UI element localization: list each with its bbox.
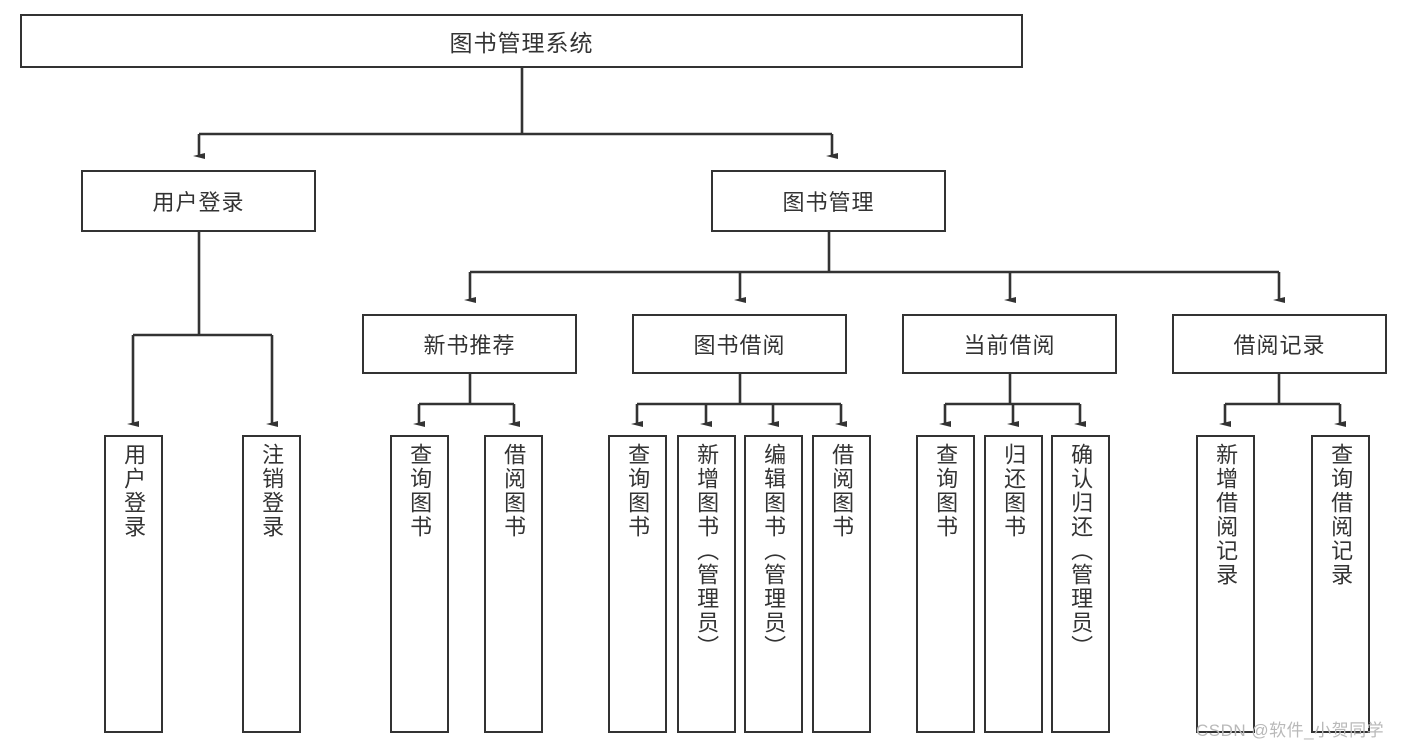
node-label: 图书管理: [782, 190, 875, 215]
node-label: 新书推荐: [423, 333, 516, 358]
csdn-watermark: CSDN @软件_小贺同学: [1196, 721, 1385, 740]
node-label: 借阅图书: [501, 443, 527, 539]
node-label: 归还图书: [1001, 443, 1027, 539]
node-new-book-recommend[interactable]: 新书推荐: [362, 314, 577, 374]
node-leaf-borrow-book-2[interactable]: 借阅图书: [812, 435, 871, 733]
node-label: 当前借阅: [963, 333, 1056, 358]
node-leaf-query-book-3[interactable]: 查询图书: [916, 435, 975, 733]
node-leaf-query-book-2[interactable]: 查询图书: [608, 435, 667, 733]
node-label: 注销登录: [259, 443, 285, 539]
node-leaf-add-record[interactable]: 新增借阅记录: [1196, 435, 1255, 733]
node-label: 用户登录: [152, 190, 245, 215]
node-root-book-management-system[interactable]: 图书管理系统: [20, 14, 1023, 68]
node-label: 新增借阅记录: [1213, 443, 1239, 587]
node-leaf-confirm-return[interactable]: 确认归还（管理员）: [1051, 435, 1110, 733]
node-label: 用户登录: [121, 443, 147, 539]
node-label: 图书管理系统: [449, 30, 594, 56]
node-leaf-add-book[interactable]: 新增图书（管理员）: [677, 435, 736, 733]
node-book-borrow[interactable]: 图书借阅: [632, 314, 847, 374]
node-borrow-record[interactable]: 借阅记录: [1172, 314, 1387, 374]
node-label: 查询图书: [407, 443, 433, 539]
node-leaf-edit-book[interactable]: 编辑图书（管理员）: [744, 435, 803, 733]
node-leaf-logout-login[interactable]: 注销登录: [242, 435, 301, 733]
node-leaf-return-book[interactable]: 归还图书: [984, 435, 1043, 733]
node-leaf-query-book-1[interactable]: 查询图书: [390, 435, 449, 733]
node-leaf-borrow-book-1[interactable]: 借阅图书: [484, 435, 543, 733]
node-leaf-user-login[interactable]: 用户登录: [104, 435, 163, 733]
node-label: 借阅图书: [829, 443, 855, 539]
node-current-borrow[interactable]: 当前借阅: [902, 314, 1117, 374]
node-label: 新增图书（管理员）: [694, 443, 720, 659]
node-label: 查询图书: [933, 443, 959, 539]
node-label: 查询图书: [625, 443, 651, 539]
node-book-manage[interactable]: 图书管理: [711, 170, 946, 232]
node-label: 借阅记录: [1233, 333, 1326, 358]
node-label: 编辑图书（管理员）: [761, 443, 787, 659]
node-label: 图书借阅: [693, 333, 786, 358]
node-leaf-query-record[interactable]: 查询借阅记录: [1311, 435, 1370, 733]
node-user-login[interactable]: 用户登录: [81, 170, 316, 232]
node-label: 查询借阅记录: [1328, 443, 1354, 587]
node-label: 确认归还（管理员）: [1068, 443, 1094, 659]
